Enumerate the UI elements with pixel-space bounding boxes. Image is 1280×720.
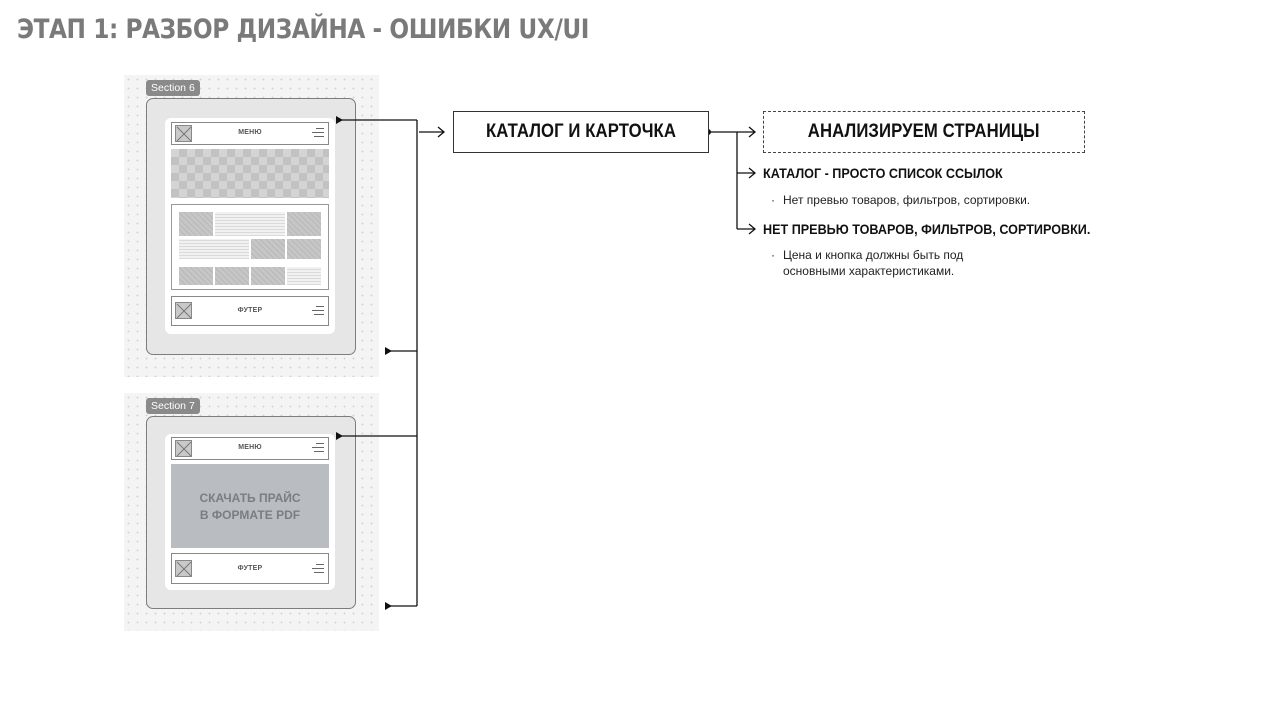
analyze-pages-box: АНАЛИЗИРУЕМ СТРАНИЦЫ	[763, 111, 1085, 153]
image-placeholder-icon	[175, 440, 192, 457]
content-tile	[215, 212, 285, 236]
hamburger-menu-icon	[312, 306, 324, 317]
finding-1-bullet-text: Нет превью товаров, фильтров, сортировки…	[783, 193, 1031, 207]
image-placeholder-icon	[175, 125, 192, 142]
finding-2-bullet-line-1: Цена и кнопка должны быть под	[783, 248, 964, 262]
content-tile	[251, 267, 285, 285]
content-tile	[179, 212, 213, 236]
catalog-and-card-label: КАТАЛОГ И КАРТОЧКА	[485, 121, 677, 142]
section-6-menu-label: МЕНЮ	[238, 129, 262, 136]
section-6-footer-label: ФУТЕР	[237, 307, 263, 314]
content-tile	[179, 267, 213, 285]
section-7-footer-bar: ФУТЕР	[171, 553, 329, 584]
download-price-line-1: СКАЧАТЬ ПРАЙС	[199, 491, 301, 505]
section-6-screen: МЕНЮ ФУТЕР	[165, 118, 335, 334]
section-7-footer-label: ФУТЕР	[237, 565, 263, 572]
content-tile	[287, 212, 321, 236]
section-7-screen: МЕНЮ СКАЧАТЬ ПРАЙС В ФОРМАТЕ PDF ФУТЕР	[165, 434, 335, 590]
finding-2-bullet-line-2: основными характеристиками.	[783, 264, 955, 278]
image-placeholder-icon	[175, 302, 192, 319]
finding-2-heading: НЕТ ПРЕВЬЮ ТОВАРОВ, ФИЛЬТРОВ, СОРТИРОВКИ…	[763, 221, 1091, 237]
content-tile	[287, 267, 321, 285]
section-7-menu-label: МЕНЮ	[238, 444, 262, 451]
content-tile	[251, 239, 285, 259]
content-tile	[287, 239, 321, 259]
section-6-header-bar: МЕНЮ	[171, 122, 329, 145]
content-tile	[215, 267, 249, 285]
hamburger-menu-icon	[312, 443, 324, 454]
section-6-hero-image-placeholder	[171, 149, 329, 198]
content-tile	[179, 239, 249, 259]
hamburger-menu-icon	[312, 564, 324, 575]
finding-1-heading: КАТАЛОГ - ПРОСТО СПИСОК ССЫЛОК	[763, 165, 1003, 181]
page-title: ЭТАП 1: РАЗБОР ДИЗАЙНА - ОШИБКИ UX/UI	[17, 14, 590, 45]
section-6-footer-bar: ФУТЕР	[171, 296, 329, 326]
hamburger-menu-icon	[312, 128, 324, 139]
section-7-label: Section 7	[146, 398, 200, 414]
section-6-frame[interactable]: Section 6 МЕНЮ	[124, 75, 379, 377]
catalog-and-card-box: КАТАЛОГ И КАРТОЧКА	[453, 111, 709, 153]
finding-2-bullet: · Цена и кнопка должны быть под основным…	[771, 247, 1103, 279]
download-price-line-2: В ФОРМАТЕ PDF	[199, 508, 301, 522]
section-7-device: МЕНЮ СКАЧАТЬ ПРАЙС В ФОРМАТЕ PDF ФУТЕР	[146, 416, 356, 609]
section-6-content-grid	[171, 204, 329, 290]
image-placeholder-icon	[175, 560, 192, 577]
download-price-pdf-block: СКАЧАТЬ ПРАЙС В ФОРМАТЕ PDF	[171, 464, 329, 548]
finding-1-bullet: · Нет превью товаров, фильтров, сортиров…	[771, 193, 1031, 207]
section-7-header-bar: МЕНЮ	[171, 437, 329, 460]
analyze-pages-label: АНАЛИЗИРУЕМ СТРАНИЦЫ	[808, 121, 1040, 142]
section-6-label: Section 6	[146, 80, 200, 96]
section-6-device: МЕНЮ ФУТЕР	[146, 98, 356, 355]
